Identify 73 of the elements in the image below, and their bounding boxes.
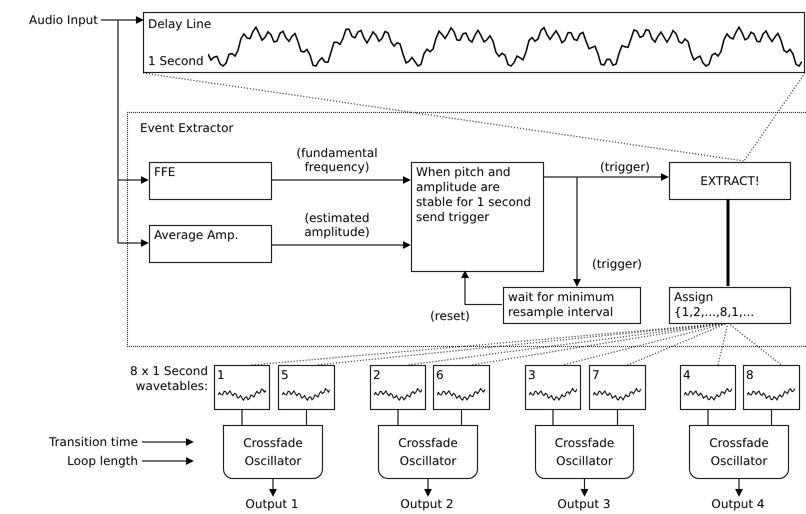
wavetable-number: 7 bbox=[592, 367, 600, 383]
input-label: Audio Input bbox=[2, 12, 98, 28]
arrow bbox=[270, 241, 411, 249]
process-box bbox=[669, 287, 791, 324]
note-label: 8 x 1 Second wavetables: bbox=[129, 364, 208, 394]
arrow bbox=[269, 478, 277, 497]
dotted-line bbox=[728, 322, 782, 366]
box-text: EXTRACT! bbox=[700, 173, 760, 189]
connector-line bbox=[726, 199, 730, 286]
connector-line bbox=[617, 410, 618, 426]
box-title: Delay Line bbox=[148, 16, 212, 32]
wavetable-number: 4 bbox=[683, 367, 691, 383]
wavetable-number: 5 bbox=[281, 367, 289, 383]
process-box bbox=[149, 162, 272, 200]
box-text: Crossfade Oscillator bbox=[708, 435, 770, 470]
dotted-line bbox=[627, 322, 728, 366]
edge-label: (trigger) bbox=[591, 257, 643, 271]
wavetable-box bbox=[214, 365, 270, 410]
oscillator-box bbox=[378, 425, 478, 479]
edge-label: (reset) bbox=[429, 309, 471, 323]
wavetable-number: 2 bbox=[373, 367, 381, 383]
connector-line bbox=[552, 410, 554, 426]
output-label: Output 1 bbox=[234, 496, 310, 512]
input-label: Loop length bbox=[14, 453, 138, 469]
box-text: Crossfade Oscillator bbox=[554, 435, 616, 470]
process-box bbox=[669, 162, 791, 200]
process-box bbox=[149, 225, 272, 263]
process-box bbox=[411, 162, 544, 272]
arrow bbox=[735, 478, 743, 497]
wavetable-number: 6 bbox=[436, 367, 444, 383]
output-label: Output 4 bbox=[700, 496, 776, 512]
arrow bbox=[142, 438, 194, 446]
arrow bbox=[270, 176, 411, 184]
process-box bbox=[503, 287, 641, 324]
input-label: Transition time bbox=[14, 434, 138, 450]
box-text: FFE bbox=[154, 165, 176, 179]
connector-line bbox=[771, 410, 772, 426]
arrow bbox=[461, 270, 502, 305]
arrow bbox=[424, 478, 432, 497]
arrow bbox=[542, 176, 581, 287]
group-title: Event Extractor bbox=[140, 120, 234, 136]
connector-line bbox=[306, 410, 307, 426]
wavetable-box bbox=[743, 365, 800, 410]
dotted-line bbox=[142, 72, 744, 162]
box-text: wait for minimum resample interval bbox=[508, 290, 614, 319]
wavetable-number: 1 bbox=[217, 367, 225, 383]
event-extractor-group bbox=[127, 112, 806, 347]
oscillator-box bbox=[223, 425, 323, 479]
oscillator-box bbox=[535, 425, 634, 479]
edge-label: (trigger) bbox=[599, 160, 651, 174]
connector-line bbox=[461, 410, 462, 426]
wavetable-box bbox=[589, 365, 646, 410]
box-text: Crossfade Oscillator bbox=[397, 435, 459, 470]
arrow bbox=[580, 478, 588, 497]
box-text: Assign {1,2,...,8,1,... bbox=[674, 290, 754, 319]
wavetable-box bbox=[680, 365, 736, 410]
arrow bbox=[100, 20, 149, 247]
oscillator-box bbox=[689, 425, 789, 479]
edge-label: (estimated amplitude) bbox=[303, 211, 371, 239]
wavetable-box bbox=[278, 365, 335, 410]
edge-label: (fundamental frequency) bbox=[295, 146, 379, 174]
wavetable-number: 8 bbox=[746, 367, 754, 383]
box-text: Crossfade Oscillator bbox=[242, 435, 304, 470]
output-label: Output 2 bbox=[389, 496, 465, 512]
wavetable-box bbox=[433, 365, 490, 410]
output-label: Output 3 bbox=[546, 496, 622, 512]
wavetable-box bbox=[370, 365, 426, 410]
box-text: When pitch and amplitude are stable for 1 second send trigger bbox=[416, 165, 532, 224]
wavetable-number: 3 bbox=[528, 367, 536, 383]
wavetable-box bbox=[525, 365, 581, 410]
box-text: Average Amp. bbox=[154, 228, 238, 242]
dotted-line bbox=[744, 72, 806, 162]
arrow bbox=[142, 457, 194, 465]
